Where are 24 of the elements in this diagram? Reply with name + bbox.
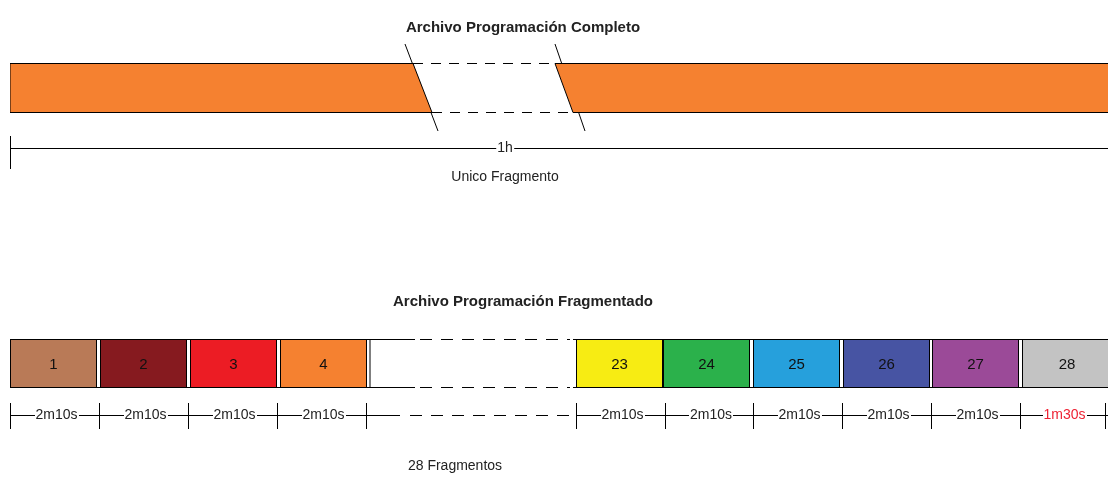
fragment-number: 23 xyxy=(611,355,628,372)
fragment-number: 1 xyxy=(49,355,58,372)
fragment-number: 26 xyxy=(878,355,895,372)
fragment-box xyxy=(932,339,1019,388)
section-heading: Archivo Programación Fragmentado xyxy=(391,292,655,310)
fragment-box xyxy=(100,339,187,388)
dimension-label: 28 Fragmentos xyxy=(406,457,504,474)
fragment-box xyxy=(753,339,840,388)
fragment-number: 28 xyxy=(1058,355,1076,372)
fragment-number: 27 xyxy=(967,355,984,372)
dimension-label: Unico Fragmento xyxy=(450,168,560,185)
fragment-box xyxy=(576,339,663,388)
fragment-box xyxy=(843,339,930,388)
fragment-number: 25 xyxy=(788,355,805,372)
fragment-number: 2 xyxy=(139,355,148,372)
fragment-box xyxy=(280,339,367,388)
fragment-number: 4 xyxy=(319,355,328,372)
fragment-number: 24 xyxy=(698,355,715,372)
section-heading: Archivo Programación Completo xyxy=(404,18,642,36)
fragment-box xyxy=(190,339,277,388)
fragment-box xyxy=(663,339,750,388)
fragment-number: 3 xyxy=(229,355,238,372)
fragment-box xyxy=(10,339,97,388)
fragment-box xyxy=(1022,339,1108,388)
